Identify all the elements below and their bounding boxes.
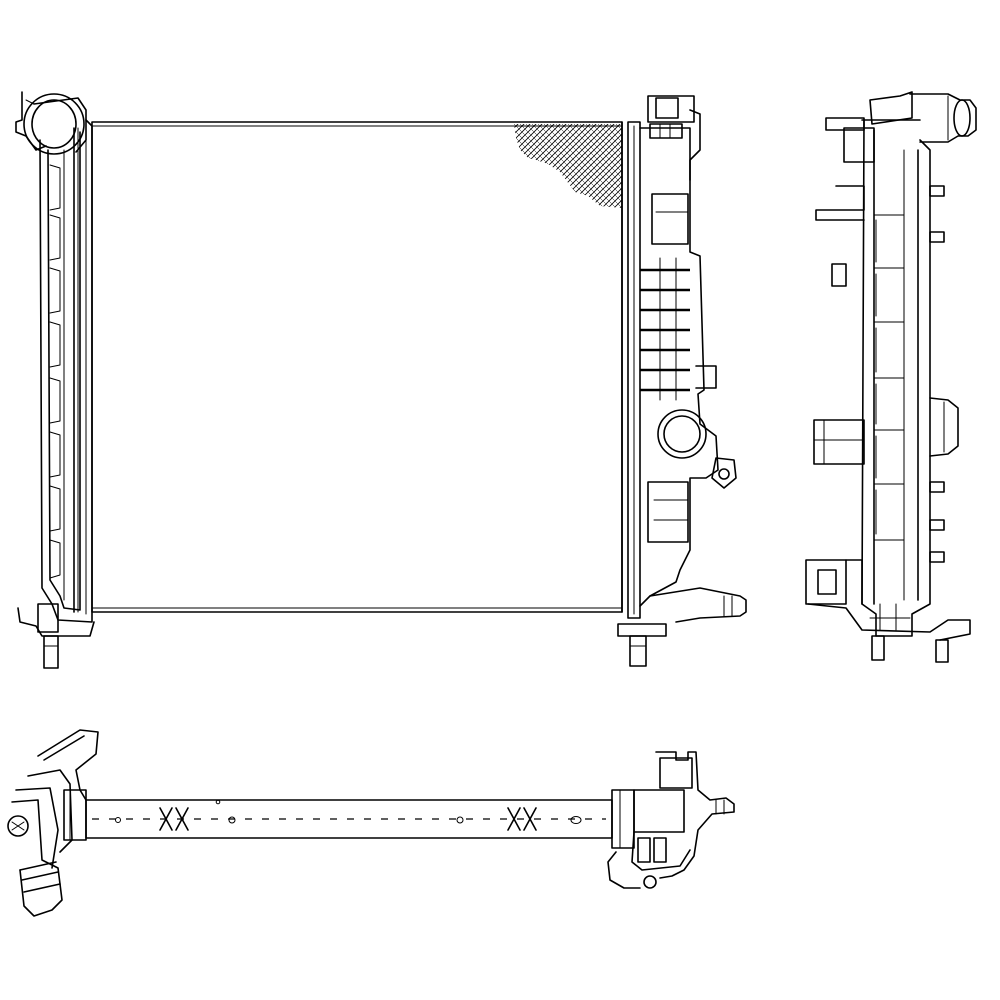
right-outlet-boss (657, 409, 737, 489)
left-bottom-bracket (17, 603, 95, 669)
fin-mesh (514, 124, 622, 208)
right-tank-ribs (640, 257, 690, 401)
top-left-hose (7, 729, 99, 917)
radiator-core (91, 121, 623, 613)
left-inlet-pipe (15, 91, 87, 155)
side-bottom-housing (805, 559, 971, 663)
front-view (15, 91, 747, 669)
right-tank (617, 95, 747, 667)
left-tank-ribs (49, 149, 65, 601)
right-bottom-outlet (617, 587, 747, 667)
side-view-ribs (873, 214, 905, 541)
top-right-housing (607, 751, 735, 889)
side-view (805, 91, 977, 663)
left-tank (15, 91, 95, 669)
right-top-filler (647, 95, 701, 181)
top-view (7, 729, 735, 917)
side-filler-neck (825, 91, 977, 163)
top-core-beam (85, 799, 613, 839)
